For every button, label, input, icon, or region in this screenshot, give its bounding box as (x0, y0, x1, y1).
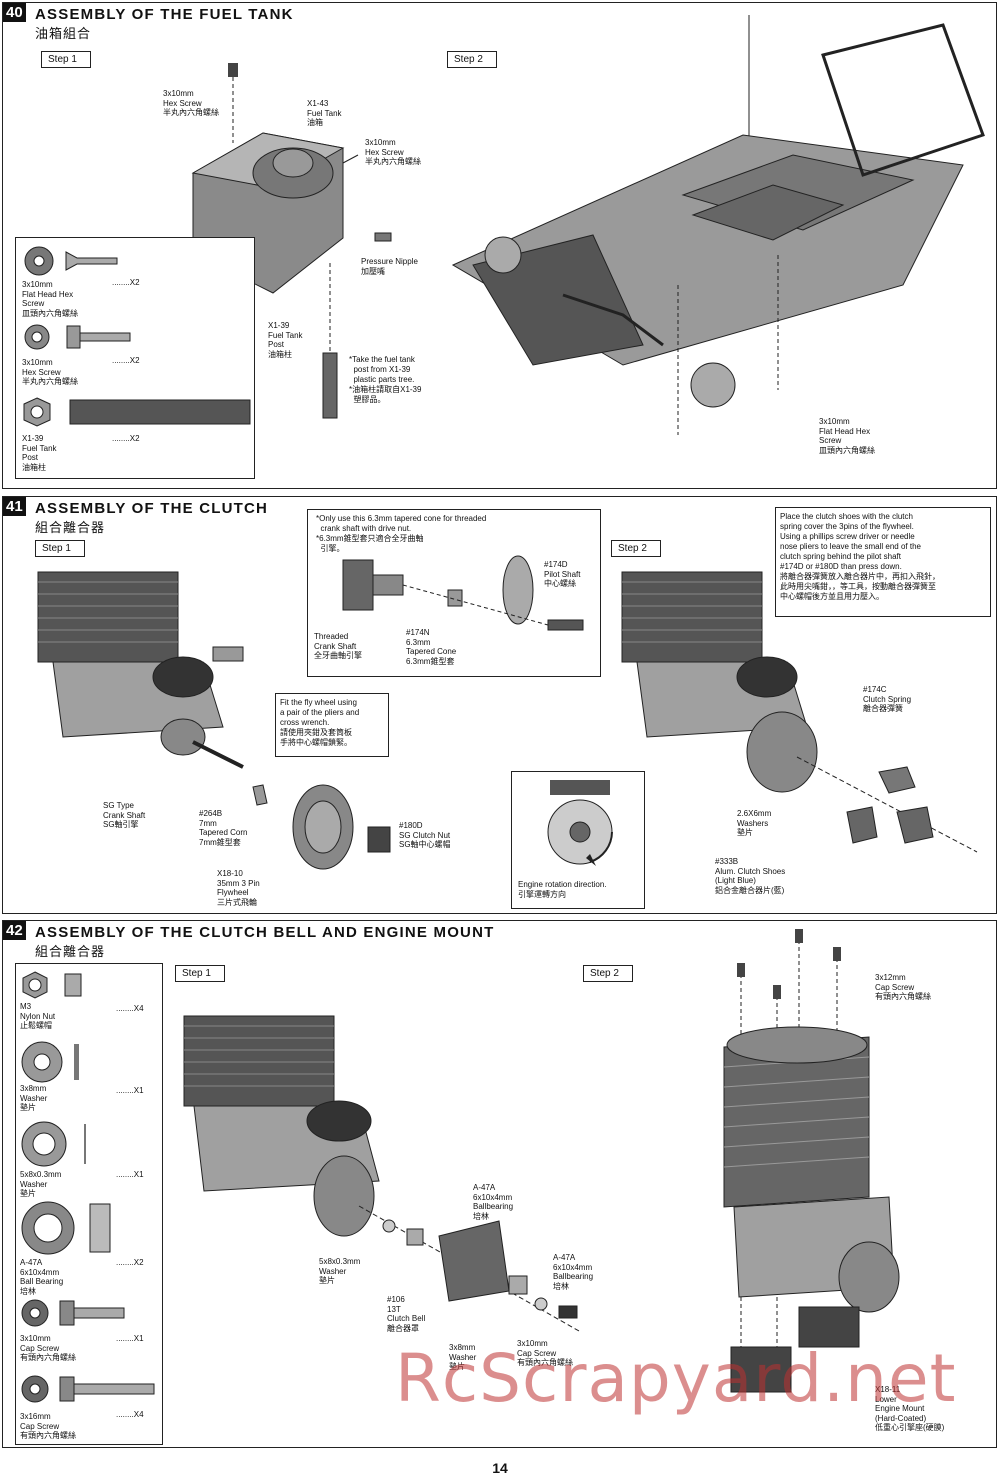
chassis-illustration (451, 15, 985, 435)
cap-screw-short-icon (21, 1299, 125, 1327)
thin-washer-icon (21, 1121, 86, 1167)
label-bell: #106 13T Clutch Bell 離合器罩 (387, 1295, 426, 1333)
label-bearing-a: A-47A 6x10x4mm Ballbearing 培林 (473, 1183, 514, 1221)
step-2-label: Step 2 (611, 540, 661, 557)
legend-item-label: A-47A 6x10x4mm Ball Bearing 培林 (20, 1258, 64, 1296)
threaded-crank-illustration (342, 555, 584, 631)
step-2-label: Step 2 (447, 51, 497, 68)
rotation-arrow-icon (547, 780, 613, 866)
label-mount: X18-11 Lower Engine Mount (Hard-Coated) … (875, 1385, 945, 1432)
label-shoes-333b: #333B Alum. Clutch Shoes (Light Blue) 鋁合… (715, 857, 786, 895)
parts-legend: M3 Nylon Nut 止鬆螺帽 ........X4 3x8mm Washe… (15, 963, 163, 1445)
legend-item-qty: ........X4 (116, 1410, 144, 1419)
cap-screw-long-icon (21, 1375, 155, 1403)
section-title: ASSEMBLY OF THE CLUTCH BELL AND ENGINE M… (35, 924, 495, 941)
watermark: RcScrapyard.net (395, 1340, 957, 1417)
ball-bearing-icon (21, 1201, 111, 1255)
section-42: 42 ASSEMBLY OF THE CLUTCH BELL AND ENGIN… (2, 920, 997, 1448)
label-fuel-tank: X1-43 Fuel Tank 油箱 (307, 99, 342, 127)
label-bearing-b: A-47A 6x10x4mm Ballbearing 培林 (553, 1253, 594, 1291)
step-2-label: Step 2 (583, 965, 633, 982)
label-sg-crank: SG Type Crank Shaft SG軸引擎 (103, 801, 146, 829)
legend-item-qty: ........X2 (116, 1258, 144, 1267)
legend-item-qty: ........X4 (116, 1004, 144, 1013)
section-41: 41 ASSEMBLY OF THE CLUTCH 組合離合器 Step 1 S… (2, 496, 997, 914)
legend-item-label: 5x8x0.3mm Washer 墊片 (20, 1170, 62, 1198)
legend-item-label: 3x8mm Washer 墊片 (20, 1084, 48, 1112)
section-40: 40 ASSEMBLY OF THE FUEL TANK 油箱組合 Step 1… (2, 2, 997, 489)
engine-illustration-step-1 (37, 571, 244, 769)
legend-item-qty: ........X2 (112, 434, 140, 443)
legend-item-label: 3x10mm Cap Screw 有頭內六角螺絲 (20, 1334, 76, 1362)
legend-item-qty: ........X1 (116, 1170, 144, 1179)
engine-mount-illustration (723, 929, 900, 1393)
step-1-label: Step 1 (35, 540, 85, 557)
legend-item-qty: ........X1 (116, 1334, 144, 1343)
label-screw-right: 3x10mm Hex Screw 半丸內六角螺絲 (365, 138, 421, 166)
notice-text: *Only use this 6.3mm tapered cone for th… (316, 514, 487, 553)
label-post: X1-39 Fuel Tank Post 油箱柱 (268, 321, 303, 359)
tapered-cone-notice: *Only use this 6.3mm tapered cone for th… (307, 509, 601, 677)
step-2-note-box: Place the clutch shoes with the clutch s… (775, 507, 991, 617)
flywheel-note-text: Fit the fly wheel using a pair of the pl… (280, 698, 360, 747)
engine-illustration-step-2 (621, 571, 978, 853)
page-number: 14 (492, 1460, 508, 1476)
label-washer-b: 3x8mm Washer 墊片 (449, 1343, 477, 1371)
label-cap-screw: 3x10mm Cap Screw 有頭內六角螺絲 (517, 1339, 573, 1367)
legend-item-qty: ........X2 (112, 278, 140, 287)
legend-item-label: 3x10mm Hex Screw 半丸內六角螺絲 (22, 358, 78, 386)
label-screw-top: 3x10mm Hex Screw 半丸內六角螺絲 (163, 89, 219, 117)
step-1-label: Step 1 (175, 965, 225, 982)
step-2-note-text: Place the clutch shoes with the clutch s… (780, 512, 940, 601)
label-cone-264b: #264B 7mm Tapered Corn 7mm錐型套 (199, 809, 248, 847)
section-subtitle: 組合離合器 (35, 520, 106, 535)
post-note: *Take the fuel tank post from X1-39 plas… (349, 355, 422, 404)
flat-head-screw-icon (24, 246, 118, 276)
legend-item-qty: ........X2 (112, 356, 140, 365)
label-cap12: 3x12mm Cap Screw 有頭內六角螺絲 (875, 973, 931, 1001)
flywheel-assembly-illustration (252, 784, 391, 870)
label-flywheel: X18-10 35mm 3 Pin Flywheel 三片式飛輪 (217, 869, 260, 907)
label-cone-174n: #174N 6.3mm Tapered Cone 6.3mm錐型套 (406, 628, 457, 666)
clutch-bell-illustration (183, 1015, 580, 1332)
section-title: ASSEMBLY OF THE FUEL TANK (35, 6, 294, 23)
parts-legend: 3x10mm Flat Head Hex Screw 皿頭內六角螺絲 .....… (15, 237, 255, 479)
section-number: 42 (3, 921, 26, 940)
label-washer: 2.6X6mm Washers 墊片 (737, 809, 772, 837)
flywheel-note-box: Fit the fly wheel using a pair of the pl… (275, 693, 389, 757)
label-washer-a: 5x8x0.3mm Washer 墊片 (319, 1257, 361, 1285)
section-number: 40 (3, 3, 26, 22)
label-flat-screw: 3x10mm Flat Head Hex Screw 皿頭內六角螺絲 (819, 417, 875, 455)
fuel-tank-post-icon (23, 397, 251, 427)
nylon-nut-icon (22, 971, 82, 999)
legend-item-label: 3x16mm Cap Screw 有頭內六角螺絲 (20, 1412, 76, 1440)
label-nipple: Pressure Nipple 加壓嘴 (361, 257, 418, 276)
rotation-direction-box: Engine rotation direction. 引擎運轉方向 (511, 771, 645, 909)
label-pilot-174d: #174D Pilot Shaft 中心螺絲 (544, 560, 581, 588)
step-1-label: Step 1 (41, 51, 91, 68)
section-number: 41 (3, 497, 26, 516)
legend-item-label: M3 Nylon Nut 止鬆螺帽 (20, 1002, 56, 1030)
label-spring-174c: #174C Clutch Spring 離合器彈簧 (863, 685, 912, 713)
legend-item-qty: ........X1 (116, 1086, 144, 1095)
label-crank-threaded: Threaded Crank Shaft 全牙曲軸引擎 (314, 632, 362, 660)
legend-item-label: 3x10mm Flat Head Hex Screw 皿頭內六角螺絲 (22, 280, 78, 318)
section-subtitle: 油箱組合 (35, 26, 92, 41)
section-title: ASSEMBLY OF THE CLUTCH (35, 500, 269, 517)
rotation-text: Engine rotation direction. 引擎運轉方向 (518, 880, 607, 899)
washer-icon (21, 1041, 79, 1083)
label-nut-180d: #180D SG Clutch Nut SG軸中心螺帽 (399, 821, 451, 849)
legend-item-label: X1-39 Fuel Tank Post 油箱柱 (22, 434, 57, 472)
section-subtitle: 組合離合器 (35, 944, 106, 959)
hex-screw-icon (24, 324, 131, 350)
